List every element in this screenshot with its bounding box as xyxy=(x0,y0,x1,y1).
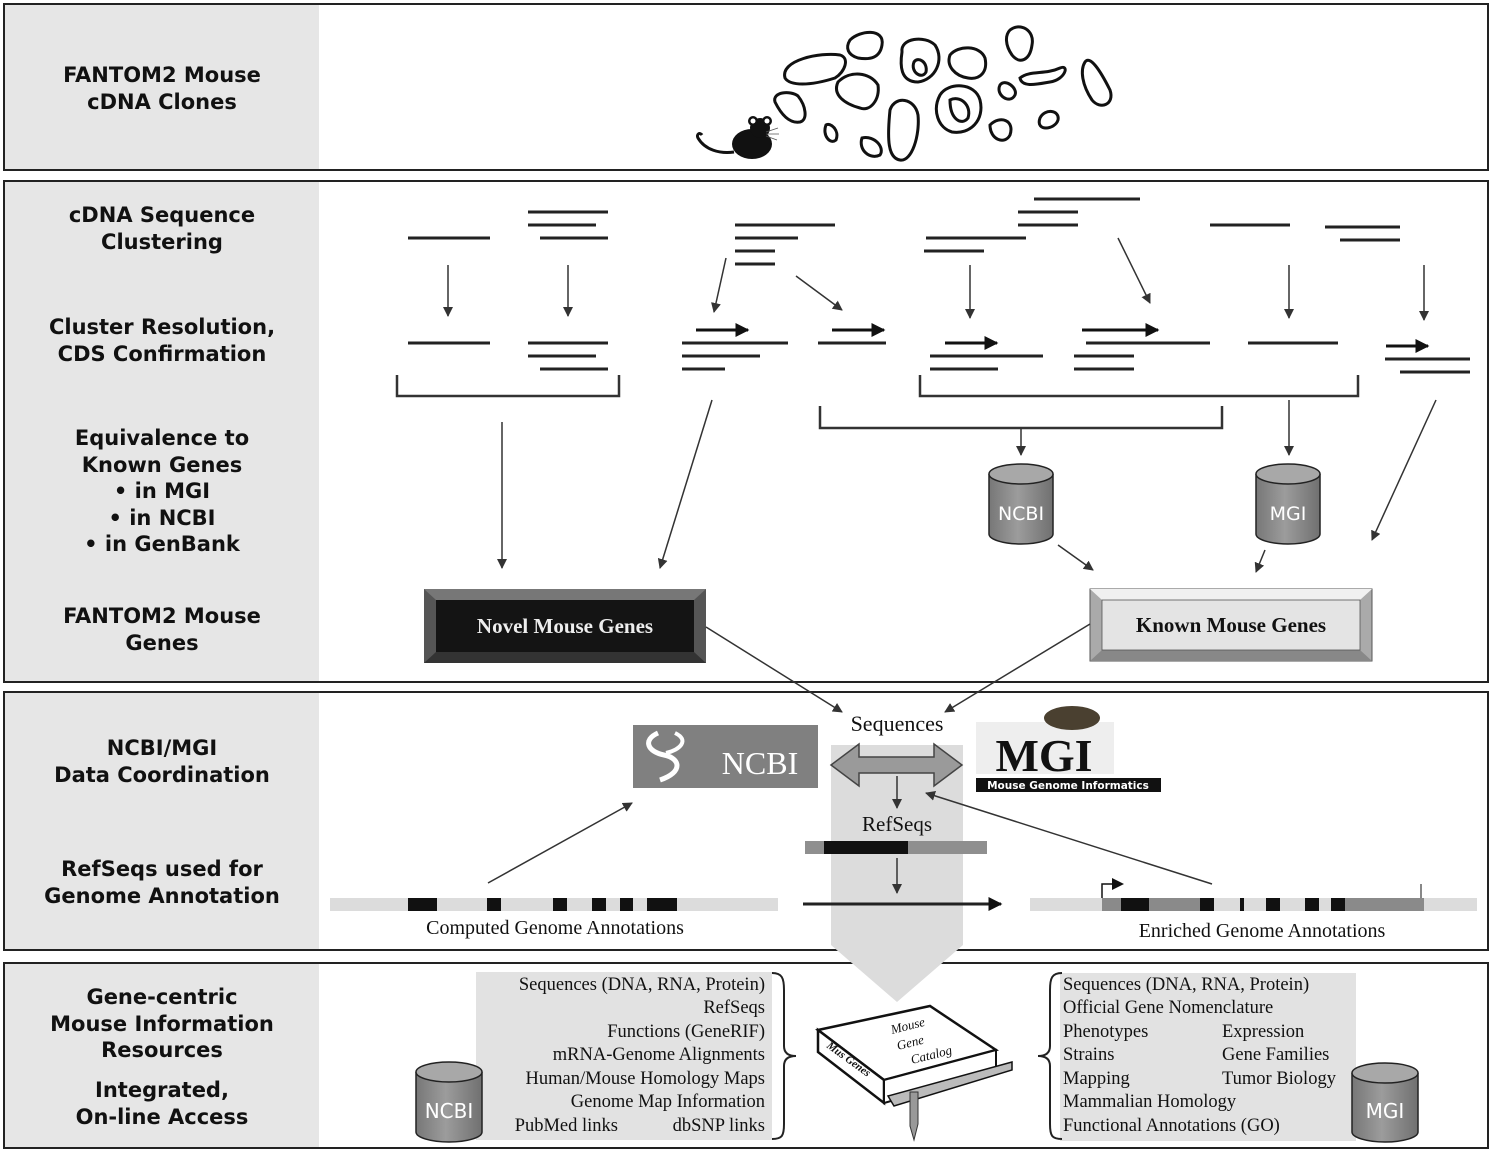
mgi-resource-item[interactable]: Official Gene Nomenclature xyxy=(1063,998,1273,1018)
panel-side: FANTOM2 Mouse cDNA Clones xyxy=(5,5,319,169)
ncbi-mgi-exchange-arrow[interactable] xyxy=(829,742,964,788)
ncbi-database-icon: NCBI xyxy=(988,463,1054,545)
known-genes-label: Known Mouse Genes xyxy=(1136,613,1326,637)
label-sequence-clustering: cDNA Sequence Clustering xyxy=(68,203,256,254)
mgi-database-icon: MGI xyxy=(1255,463,1321,545)
mgi-resource-item[interactable]: Sequences (DNA, RNA, Protein) xyxy=(1063,975,1309,995)
mgi-resource-item[interactable]: Strains xyxy=(1063,1045,1114,1065)
ncbi-resource-database-icon: NCBI xyxy=(415,1061,483,1143)
gene-to-sequences-arrows xyxy=(705,623,1091,713)
ncbi-resource-list: Sequences (DNA, RNA, Protein) RefSeqs Fu… xyxy=(515,975,765,1136)
label-online-access: Integrated, On-line Access xyxy=(75,1078,249,1129)
mgi-resource-database-icon: MGI xyxy=(1351,1062,1419,1143)
mouse-icon xyxy=(696,116,779,159)
refseqs-label: RefSeqs xyxy=(862,812,932,836)
ncbi-resource-item[interactable]: Human/Mouse Homology Maps xyxy=(526,1069,765,1089)
ncbi-brace xyxy=(771,972,797,1140)
label-gene-centric: Gene-centric Mouse Information Resources xyxy=(50,985,274,1062)
transcription-start-icon xyxy=(1101,883,1114,898)
cluster-brackets xyxy=(395,375,1360,430)
ncbi-logo-text: NCBI xyxy=(722,745,798,781)
label-cluster-resolution: Cluster Resolution, CDS Confirmation xyxy=(48,315,276,366)
ncbi-resource-item[interactable]: RefSeqs xyxy=(703,998,765,1018)
mgi-resource-item[interactable]: Mapping xyxy=(1063,1069,1130,1089)
known-mouse-genes-box: Known Mouse Genes xyxy=(1089,588,1373,662)
computed-genome-track xyxy=(330,898,778,911)
sequence-clusters xyxy=(408,197,1400,266)
mgi-db-label: MGI xyxy=(1366,1099,1405,1123)
resolved-clusters xyxy=(408,341,1470,374)
mouse-photo-icon xyxy=(1044,706,1100,730)
mgi-resource-item[interactable]: Functional Annotations (GO) xyxy=(1063,1116,1280,1136)
enriched-genome-track xyxy=(1030,878,1477,911)
panel-side: Gene-centric Mouse Information Resources… xyxy=(5,964,319,1147)
equivalence-arrows xyxy=(497,399,1437,573)
mgi-resources-bg xyxy=(1060,973,1356,1141)
label-data-coordination: NCBI/MGI Data Coordination xyxy=(54,736,270,787)
label-refseqs-annotation: RefSeqs used for Genome Annotation xyxy=(44,857,280,908)
mgi-resource-item[interactable]: Expression xyxy=(1222,1022,1304,1042)
mgi-resource-item[interactable]: Gene Families xyxy=(1222,1045,1329,1065)
mgi-brace xyxy=(1037,972,1063,1140)
mgi-logo[interactable]: MGI Mouse Genome Informatics xyxy=(976,706,1161,792)
cds-arrows xyxy=(696,323,1430,353)
ncbi-resource-item[interactable]: Functions (GeneRIF) xyxy=(607,1022,765,1042)
dbsnp-link[interactable]: dbSNP links xyxy=(673,1116,765,1136)
panel-side: NCBI/MGI Data Coordination RefSeqs used … xyxy=(5,693,319,949)
label-equivalence-known: Equivalence to Known Genes • in MGI • in… xyxy=(74,426,250,556)
mouse-gene-catalog-book-icon[interactable]: Mouse Gene Catalog Mus Genes xyxy=(815,1004,1013,1142)
panel-side: cDNA Sequence Clustering Cluster Resolut… xyxy=(5,182,319,681)
mgi-logo-subtitle: Mouse Genome Informatics xyxy=(987,780,1149,792)
novel-genes-label: Novel Mouse Genes xyxy=(477,614,653,638)
pubmed-link[interactable]: PubMed links xyxy=(515,1116,618,1136)
enriched-annotations-label: Enriched Genome Annotations xyxy=(1139,920,1386,942)
label-fantom2-genes: FANTOM2 Mouse Genes xyxy=(63,604,261,655)
mgi-resource-item[interactable]: Tumor Biology xyxy=(1222,1069,1337,1089)
label-fantom2-clones: FANTOM2 Mouse cDNA Clones xyxy=(63,63,261,114)
ncbi-resource-item[interactable]: Genome Map Information xyxy=(571,1092,765,1112)
mgi-resource-item[interactable]: Mammalian Homology xyxy=(1063,1092,1237,1112)
mgi-db-label: MGI xyxy=(1270,503,1307,525)
refseq-arrows xyxy=(487,776,1213,894)
ncbi-db-label: NCBI xyxy=(998,503,1044,525)
ncbi-resource-item[interactable]: mRNA-Genome Alignments xyxy=(553,1045,765,1065)
ncbi-db-label: NCBI xyxy=(425,1099,474,1123)
mgi-resource-list: Sequences (DNA, RNA, Protein) Official G… xyxy=(1063,975,1337,1136)
cdna-clone-loops xyxy=(773,25,1113,162)
sequences-label: Sequences xyxy=(851,711,944,736)
refseq-bar xyxy=(805,841,987,854)
ncbi-logo[interactable]: NCBI xyxy=(633,725,818,788)
mgi-resource-item[interactable]: Phenotypes xyxy=(1063,1022,1148,1042)
ncbi-resources-bg xyxy=(476,972,772,1140)
mgi-logo-text: MGI xyxy=(995,730,1092,781)
catalog-title-line: Gene xyxy=(895,1032,925,1053)
clustering-arrows xyxy=(443,237,1429,321)
novel-mouse-genes-box: Novel Mouse Genes xyxy=(424,589,706,663)
computed-annotations-label: Computed Genome Annotations xyxy=(426,917,684,939)
ncbi-resource-item[interactable]: Sequences (DNA, RNA, Protein) xyxy=(519,975,765,995)
